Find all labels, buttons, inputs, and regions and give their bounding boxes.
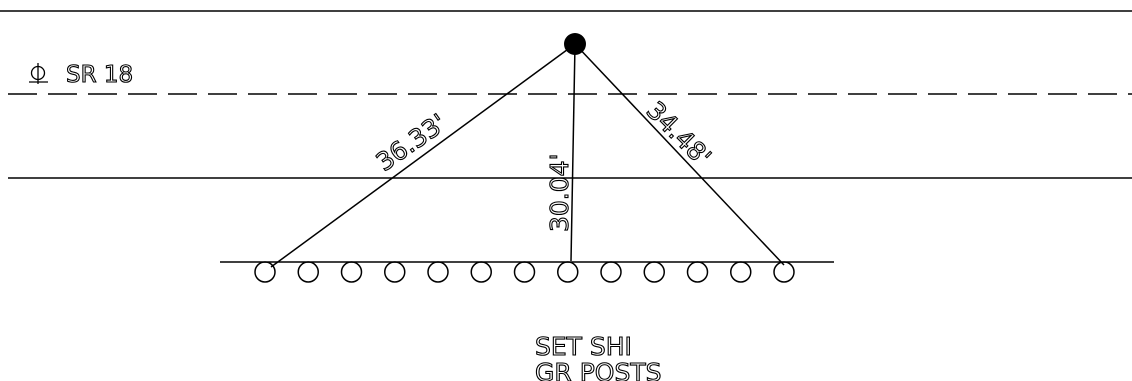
measurement-label-center: 30.04' — [545, 154, 574, 232]
measurement-line-center — [570, 43, 576, 262]
road-centerline-label: SR 18 — [66, 62, 133, 88]
note-line-1: SET SHI — [535, 332, 632, 361]
measurement-line-right — [574, 43, 785, 266]
measurement-label-right: 34.48' — [641, 96, 717, 172]
centerline-symbol-icon — [29, 63, 48, 84]
guard-rail-post — [254, 261, 276, 283]
guard-rail-post — [773, 261, 795, 283]
survey-point-marker — [564, 33, 586, 55]
guard-rail-post — [427, 261, 449, 283]
centerline-marker: SR 18 — [29, 61, 134, 89]
guard-rail-post — [297, 261, 319, 283]
guard-rail-post — [600, 261, 622, 283]
guard-rail-post — [513, 261, 536, 283]
guard-rail-post — [686, 261, 709, 283]
note-line-2: GR POSTS — [535, 358, 661, 381]
measurement-line-left — [270, 43, 576, 268]
guard-rail-post — [730, 261, 752, 283]
guard-rail-posts — [254, 261, 795, 283]
guard-rail-post — [557, 261, 579, 283]
guard-rail-post — [470, 261, 492, 283]
guard-rail-post — [643, 261, 665, 283]
guard-rail-post — [384, 261, 406, 283]
guard-rail-post — [340, 261, 363, 283]
